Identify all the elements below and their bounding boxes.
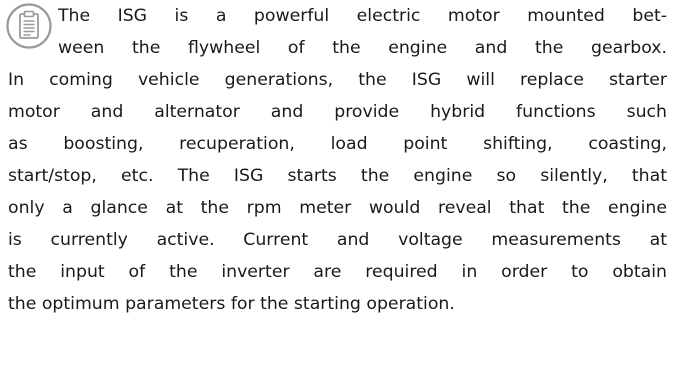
paragraph-line: only a glance at the rpm meter would rev… <box>8 198 667 218</box>
paragraph-line: The ISG is a powerful electric motor mou… <box>58 6 667 26</box>
paragraph-line: the input of the inverter are required i… <box>8 262 667 282</box>
paragraph: The ISG is a powerful electric motor mou… <box>8 0 667 320</box>
paragraph-line: the optimum parameters for the starting … <box>8 294 455 314</box>
paragraph-line: In coming vehicle generations, the ISG w… <box>8 70 667 90</box>
paragraph-line: as boosting, recuperation, load point sh… <box>8 134 667 154</box>
paragraph-line: is currently active. Current and voltage… <box>8 230 667 250</box>
clipboard-note-icon <box>6 3 52 49</box>
paragraph-line: start/stop, etc. The ISG starts the engi… <box>8 166 667 186</box>
paragraph-line: motor and alternator and provide hybrid … <box>8 102 667 122</box>
paragraph-line: ween the flywheel of the engine and the … <box>58 38 667 58</box>
